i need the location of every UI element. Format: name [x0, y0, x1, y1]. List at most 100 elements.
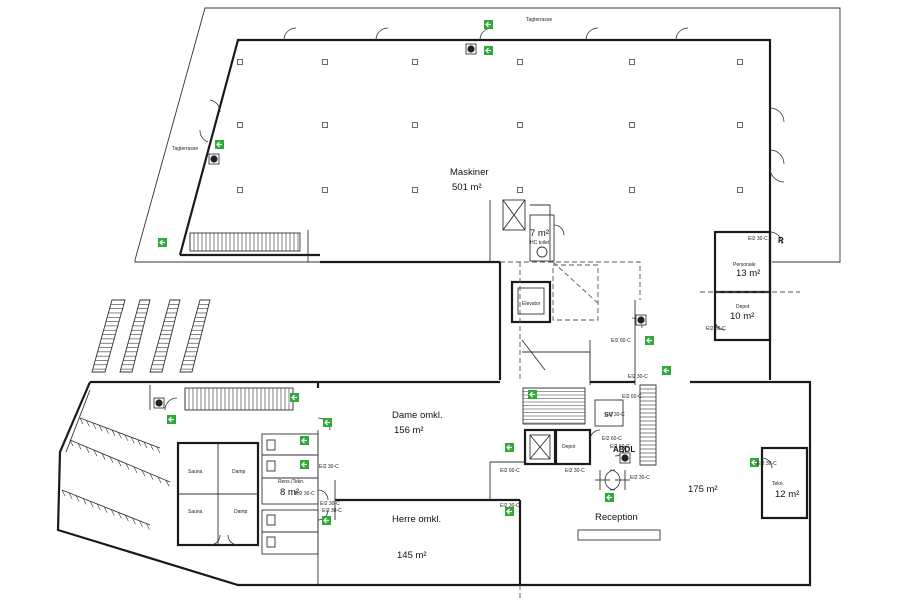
central-core [498, 199, 643, 385]
hall-doors [199, 27, 785, 183]
fire-rating-label: EI2 30-C [565, 468, 585, 474]
fire-rating-label: EI2 30-C [295, 491, 315, 497]
emergency-exit-sign-icon [321, 515, 332, 526]
room-name-damp-2: Damp [234, 509, 248, 515]
bench-hook [103, 506, 108, 513]
fire-rating-label: EI2 60-C [622, 394, 642, 400]
bench-hook [125, 463, 130, 470]
fire-rating-label: EI2 30-C [757, 461, 777, 467]
structural-column [629, 122, 635, 128]
bench-hook [157, 476, 162, 484]
structural-column [737, 122, 743, 128]
structural-column [737, 59, 743, 65]
bench-hook [137, 439, 141, 446]
room-area-fitness: 175 m² [688, 484, 718, 495]
bench-hook [117, 460, 122, 467]
structural-column [517, 122, 523, 128]
fire-rating-label: EI2 30-C [630, 475, 650, 481]
bench [61, 489, 151, 526]
structural-columns [237, 59, 743, 193]
structural-column [322, 59, 328, 65]
room-name-damp-1: Damp [232, 469, 246, 475]
terrace-label-top: Tagterrasse [526, 17, 552, 23]
benches [61, 417, 171, 530]
bench-hook [92, 422, 97, 429]
room-name-reception: Reception [595, 512, 638, 523]
bench-hook [156, 446, 161, 453]
structural-column [412, 122, 418, 128]
fire-rating-label: EI2 30-C [500, 503, 520, 509]
emergency-exit-sign-icon [322, 417, 333, 428]
room-area-tekn: 12 m² [775, 489, 799, 500]
emergency-exit-sign-icon [157, 237, 168, 248]
bench [69, 439, 171, 483]
bench-hook [133, 466, 138, 474]
room-area-personale: 13 m² [736, 268, 760, 279]
fire-rating-label: EI2 60-C [602, 436, 622, 442]
room-name-depot-right: Depot [736, 304, 750, 310]
external-stairs [91, 299, 211, 373]
structural-column [322, 122, 328, 128]
room-name-dame: Dame omkl. [392, 410, 443, 421]
terrace-label-left: Tagterrasse [172, 146, 198, 152]
bench-hook [86, 420, 90, 427]
emergency-exit-sign-icon [299, 435, 310, 446]
sv-label: SV [604, 412, 614, 419]
room-area-rens-tekn: 8 m² [280, 487, 299, 498]
fire-hose-reel-icon [153, 397, 165, 409]
fire-rating-label: EI2 60-C [611, 338, 631, 344]
bench-hook [111, 429, 116, 437]
bench-hook [130, 437, 135, 444]
structural-column [322, 187, 328, 193]
structural-column [737, 187, 743, 193]
room-area-herre: 145 m² [397, 550, 427, 561]
fire-hose-reel-icon [208, 153, 220, 165]
emergency-exit-sign-icon [483, 45, 494, 56]
bench-hook [118, 432, 122, 439]
fire-rating-labels: EI2 30-C EI2 60-C EI2 60-C EI2 30-C EI2 … [295, 236, 777, 514]
room-name-hc-toilet: HC toilet [530, 240, 550, 246]
bench-hook [149, 473, 154, 480]
structural-column [237, 59, 243, 65]
emergency-exit-sign-icon [299, 459, 310, 470]
emergency-exit-sign-icon [483, 19, 494, 30]
lower-core [489, 384, 657, 500]
structural-column [412, 187, 418, 193]
fire-rating-label: EI2 30-C [320, 501, 340, 507]
fire-hose-reel-icon [465, 43, 477, 55]
emergency-exit-sign-icon [604, 492, 615, 503]
room-name-sauna-2: Sauna [188, 509, 203, 515]
bench-hook [165, 480, 170, 487]
bench-hook [93, 449, 98, 457]
structural-column [412, 59, 418, 65]
machine-hall-walls [178, 38, 772, 380]
structural-column [629, 187, 635, 193]
room-name-elevator: Elevator [522, 301, 541, 307]
bench-hook [143, 441, 148, 449]
hall-stair [189, 232, 301, 252]
room-name-rens-tekn: Rens./Tekn. [278, 479, 304, 485]
structural-column [237, 187, 243, 193]
emergency-exit-sign-icon [289, 392, 300, 403]
fire-rating-label: EI2 60-C [610, 444, 630, 450]
fire-rating-label: EI2 30-C [748, 236, 768, 242]
bench-hook [61, 489, 66, 497]
sauna-block [176, 441, 260, 547]
room-name-herre: Herre omkl. [392, 514, 441, 525]
fire-hose-reel-icon [619, 452, 631, 464]
fire-rating-label: EI2 60-C [500, 468, 520, 474]
emergency-exit-sign-icon [504, 442, 515, 453]
emergency-exit-sign-icon [166, 414, 177, 425]
bench-hook [69, 439, 74, 447]
structural-column [517, 187, 523, 193]
abdl-label: ABDL [613, 445, 635, 454]
bench-hook [75, 495, 80, 502]
bench-hook [146, 523, 150, 530]
emergency-exit-sign-icon [661, 365, 672, 376]
fire-hose-reels [153, 43, 647, 464]
bench-hook [101, 453, 106, 460]
bench-hook [111, 509, 115, 516]
fire-rating-label: EI2 30-C [605, 412, 625, 418]
structural-column [517, 59, 523, 65]
fire-rating-label: EI2 30-C [706, 326, 726, 332]
